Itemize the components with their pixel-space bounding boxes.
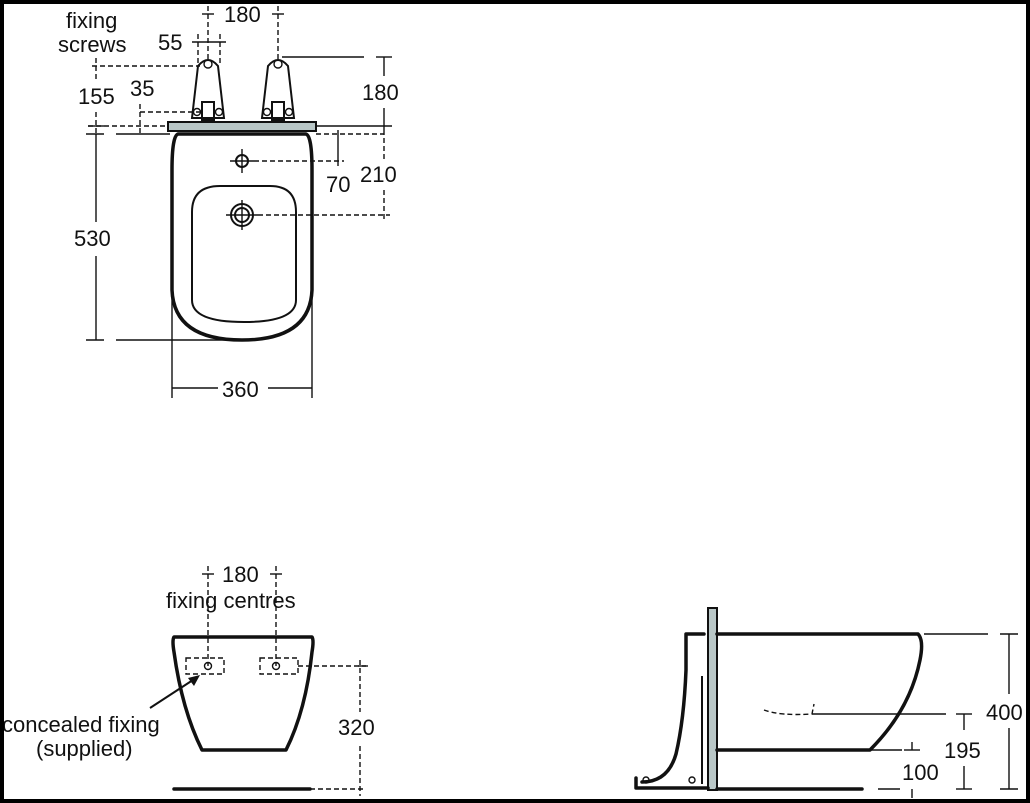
dim-bracket-spacing: 180 (224, 4, 261, 27)
fixing-screws-label-2: screws (58, 32, 126, 57)
dim-waste-height: 195 (944, 738, 981, 763)
dim-screw-offset: 55 (158, 30, 182, 55)
bidet-outline-plan (170, 132, 314, 342)
dim-35: 35 (130, 76, 154, 101)
dim-total-height: 400 (986, 700, 1023, 725)
dim-fixing-centres-label: fixing centres (166, 588, 296, 613)
drawing-canvas: 180 fixing screws 55 155 35 (4, 4, 1026, 799)
dim-waste: 210 (360, 162, 397, 187)
concealed-fixing-label-1: concealed fixing (4, 712, 160, 737)
bidet-outline-rear (171, 635, 315, 752)
dim-155: 155 (78, 84, 115, 109)
dim-fixing-height: 320 (338, 715, 375, 740)
fixing-bracket-left (190, 59, 226, 121)
dim-width: 360 (222, 377, 259, 402)
fixing-screws-label-1: fixing (66, 8, 117, 33)
concealed-fixing-label-2: (supplied) (36, 736, 133, 761)
dim-bracket-height: 180 (362, 80, 399, 105)
fixing-bracket-right (260, 59, 296, 121)
dim-length: 530 (74, 226, 111, 251)
bidet-outline-side (715, 632, 924, 752)
technical-drawing: 180 fixing screws 55 155 35 (4, 4, 1023, 798)
dim-base-height: 100 (902, 760, 939, 785)
plan-view: 180 fixing screws 55 155 35 (58, 4, 399, 402)
bowl-outline (191, 185, 297, 324)
side-view: 400 195 100 (634, 607, 1023, 798)
arrow-head-icon (188, 675, 200, 686)
dim-tap-hole: 70 (326, 172, 350, 197)
rear-view: 180 fixing centres concealed fixing (sup… (4, 562, 375, 796)
wall-frame (707, 607, 718, 791)
wall-plate (167, 121, 317, 132)
dim-fixing-centres-value: 180 (222, 562, 259, 587)
